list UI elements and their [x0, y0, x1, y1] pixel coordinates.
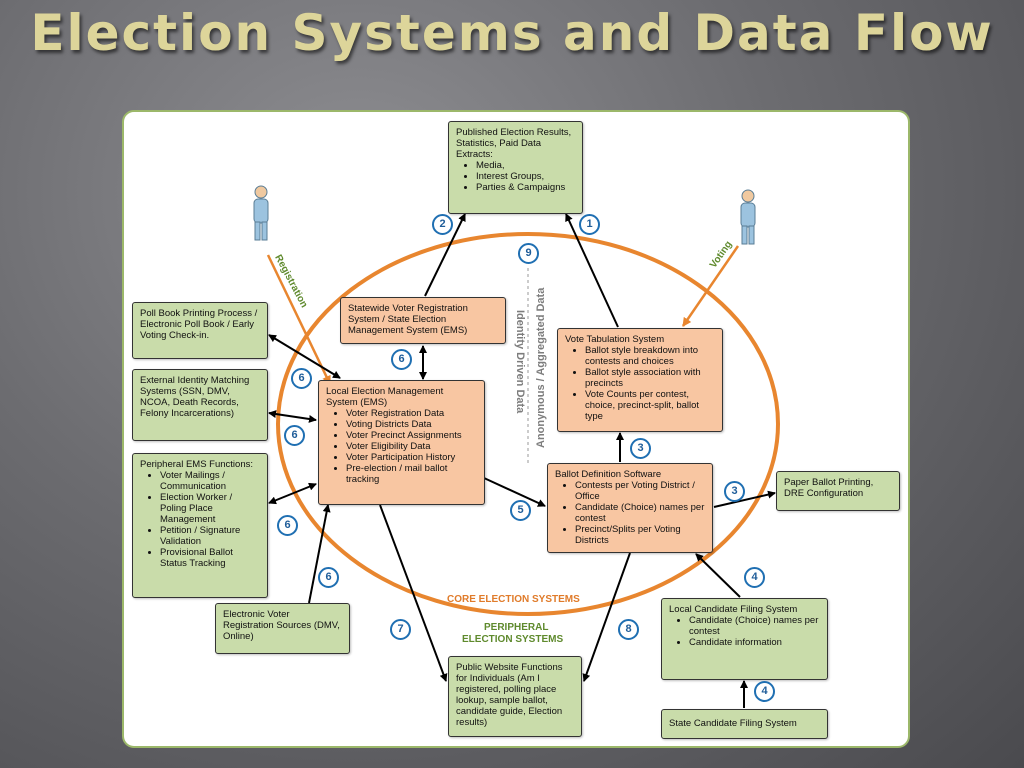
external-identity-text: External Identity Matching Systems (SSN,… — [140, 375, 250, 419]
list-item: Candidate information — [689, 637, 820, 648]
local-ems-box: Local Election Management System (EMS) V… — [318, 380, 485, 505]
step-badge: 6 — [318, 567, 339, 588]
list-item: Candidate (Choice) names per contest — [575, 502, 705, 524]
arrow-local-ballotdef — [483, 477, 546, 507]
anonymous-data-label: Anonymous / Aggregated Data — [535, 287, 547, 448]
paper-ballot-text: Paper Ballot Printing, DRE Configuration — [784, 477, 874, 499]
list-item: Voter Precinct Assignments — [346, 430, 477, 441]
list-item: Election Worker / Poling Place Managemen… — [160, 492, 260, 525]
step-badge: 9 — [518, 243, 539, 264]
vote-tabulation-list: Ballot style breakdown into contests and… — [565, 345, 715, 422]
arrow-electronic-local — [308, 504, 331, 604]
arrow-statewide-published — [424, 213, 466, 297]
public-website-box: Public Website Functions for Individuals… — [448, 656, 582, 737]
list-item: Voter Participation History — [346, 452, 477, 463]
vote-tabulation-box: Vote Tabulation System Ballot style brea… — [557, 328, 723, 432]
electronic-registration-box: Electronic Voter Registration Sources (D… — [215, 603, 350, 654]
step-badge: 6 — [291, 368, 312, 389]
arrow-peripheral-local — [268, 482, 317, 505]
step-badge: 8 — [618, 619, 639, 640]
voting-arrow — [681, 245, 740, 327]
published-results-title: Published Election Results, Statistics, … — [456, 127, 572, 160]
list-item: Media, — [476, 160, 575, 171]
local-candidate-filing-box: Local Candidate Filing System Candidate … — [661, 598, 828, 680]
list-item: Ballot style breakdown into contests and… — [585, 345, 715, 367]
local-candidate-filing-list: Candidate (Choice) names per contest Can… — [669, 615, 820, 648]
list-item: Voter Registration Data — [346, 408, 477, 419]
core-election-systems-label: CORE ELECTION SYSTEMS — [447, 594, 580, 605]
peripheral-ems-box: Peripheral EMS Functions: Voter Mailings… — [132, 453, 268, 598]
step-badge: 3 — [724, 481, 745, 502]
list-item: Voter Eligibility Data — [346, 441, 477, 452]
state-candidate-filing-text: State Candidate Filing System — [669, 718, 797, 729]
peripheral-election-systems-label-1: PERIPHERAL — [484, 622, 548, 633]
peripheral-line-1: PERIPHERAL — [484, 622, 549, 633]
local-candidate-filing-title: Local Candidate Filing System — [669, 604, 798, 615]
step-badge: 3 — [630, 438, 651, 459]
step-badge: 7 — [390, 619, 411, 640]
peripheral-ems-title: Peripheral EMS Functions: — [140, 459, 253, 470]
peripheral-election-systems-label-2: ELECTION SYSTEMS — [462, 634, 563, 645]
step-badge: 4 — [744, 567, 765, 588]
poll-book-text: Poll Book Printing Process / Electronic … — [140, 308, 258, 341]
paper-ballot-box: Paper Ballot Printing, DRE Configuration — [776, 471, 900, 511]
voting-person-icon — [740, 189, 756, 245]
ballot-definition-title: Ballot Definition Software — [555, 469, 662, 480]
list-item: Pre-election / mail ballot tracking — [346, 463, 477, 485]
list-item: Petition / Signature Validation — [160, 525, 260, 547]
identity-data-label: Identity Driven Data — [514, 310, 526, 414]
local-ems-list: Voter Registration Data Voting Districts… — [326, 408, 477, 485]
list-item: Candidate (Choice) names per contest — [689, 615, 820, 637]
external-identity-box: External Identity Matching Systems (SSN,… — [132, 369, 268, 441]
ballot-definition-box: Ballot Definition Software Contests per … — [547, 463, 713, 553]
list-item: Interest Groups, — [476, 171, 575, 182]
registration-person-icon — [253, 185, 269, 241]
list-item: Precinct/Splits per Voting Districts — [575, 524, 705, 546]
step-badge: 5 — [510, 500, 531, 521]
list-item: Contests per Voting District / Office — [575, 480, 705, 502]
list-item: Vote Counts per contest, choice, precinc… — [585, 389, 715, 422]
step-badge: 1 — [579, 214, 600, 235]
list-item: Provisional Ballot Status Tracking — [160, 547, 260, 569]
arrow-pollbook-local — [268, 334, 341, 379]
peripheral-line-2: ELECTION SYSTEMS — [462, 634, 564, 645]
step-badge: 6 — [277, 515, 298, 536]
statewide-voter-registration-text: Statewide Voter Registration System / St… — [348, 303, 468, 336]
step-badge: 2 — [432, 214, 453, 235]
step-badge: 6 — [284, 425, 305, 446]
arrow-ballotdef-paper — [713, 490, 776, 508]
vote-tabulation-title: Vote Tabulation System — [565, 334, 665, 345]
arrow-votetab-published — [565, 213, 619, 328]
published-results-box: Published Election Results, Statistics, … — [448, 121, 583, 214]
arrow-ballotdef-publicweb — [582, 552, 631, 682]
list-item: Voter Mailings / Communication — [160, 470, 260, 492]
statewide-voter-registration-box: Statewide Voter Registration System / St… — [340, 297, 506, 344]
arrow-localcand-ballotdef — [695, 553, 741, 598]
published-results-list: Media, Interest Groups, Parties & Campai… — [456, 160, 575, 193]
arrow-local-publicweb — [379, 504, 448, 682]
electronic-registration-text: Electronic Voter Registration Sources (D… — [223, 609, 340, 642]
list-item: Voting Districts Data — [346, 419, 477, 430]
public-website-text: Public Website Functions for Individuals… — [456, 662, 563, 728]
slide-title: Election Systems and Data Flow — [30, 4, 994, 62]
arrow-externalid-local — [268, 410, 317, 423]
list-item: Ballot style association with precincts — [585, 367, 715, 389]
step-badge: 6 — [391, 349, 412, 370]
peripheral-ems-list: Voter Mailings / Communication Election … — [140, 470, 260, 569]
core-ellipse — [276, 232, 780, 616]
state-candidate-filing-box: State Candidate Filing System — [661, 709, 828, 739]
ballot-definition-list: Contests per Voting District / Office Ca… — [555, 480, 705, 546]
list-item: Parties & Campaigns — [476, 182, 575, 193]
local-ems-title: Local Election Management System (EMS) — [326, 386, 444, 408]
poll-book-box: Poll Book Printing Process / Electronic … — [132, 302, 268, 359]
step-badge: 4 — [754, 681, 775, 702]
